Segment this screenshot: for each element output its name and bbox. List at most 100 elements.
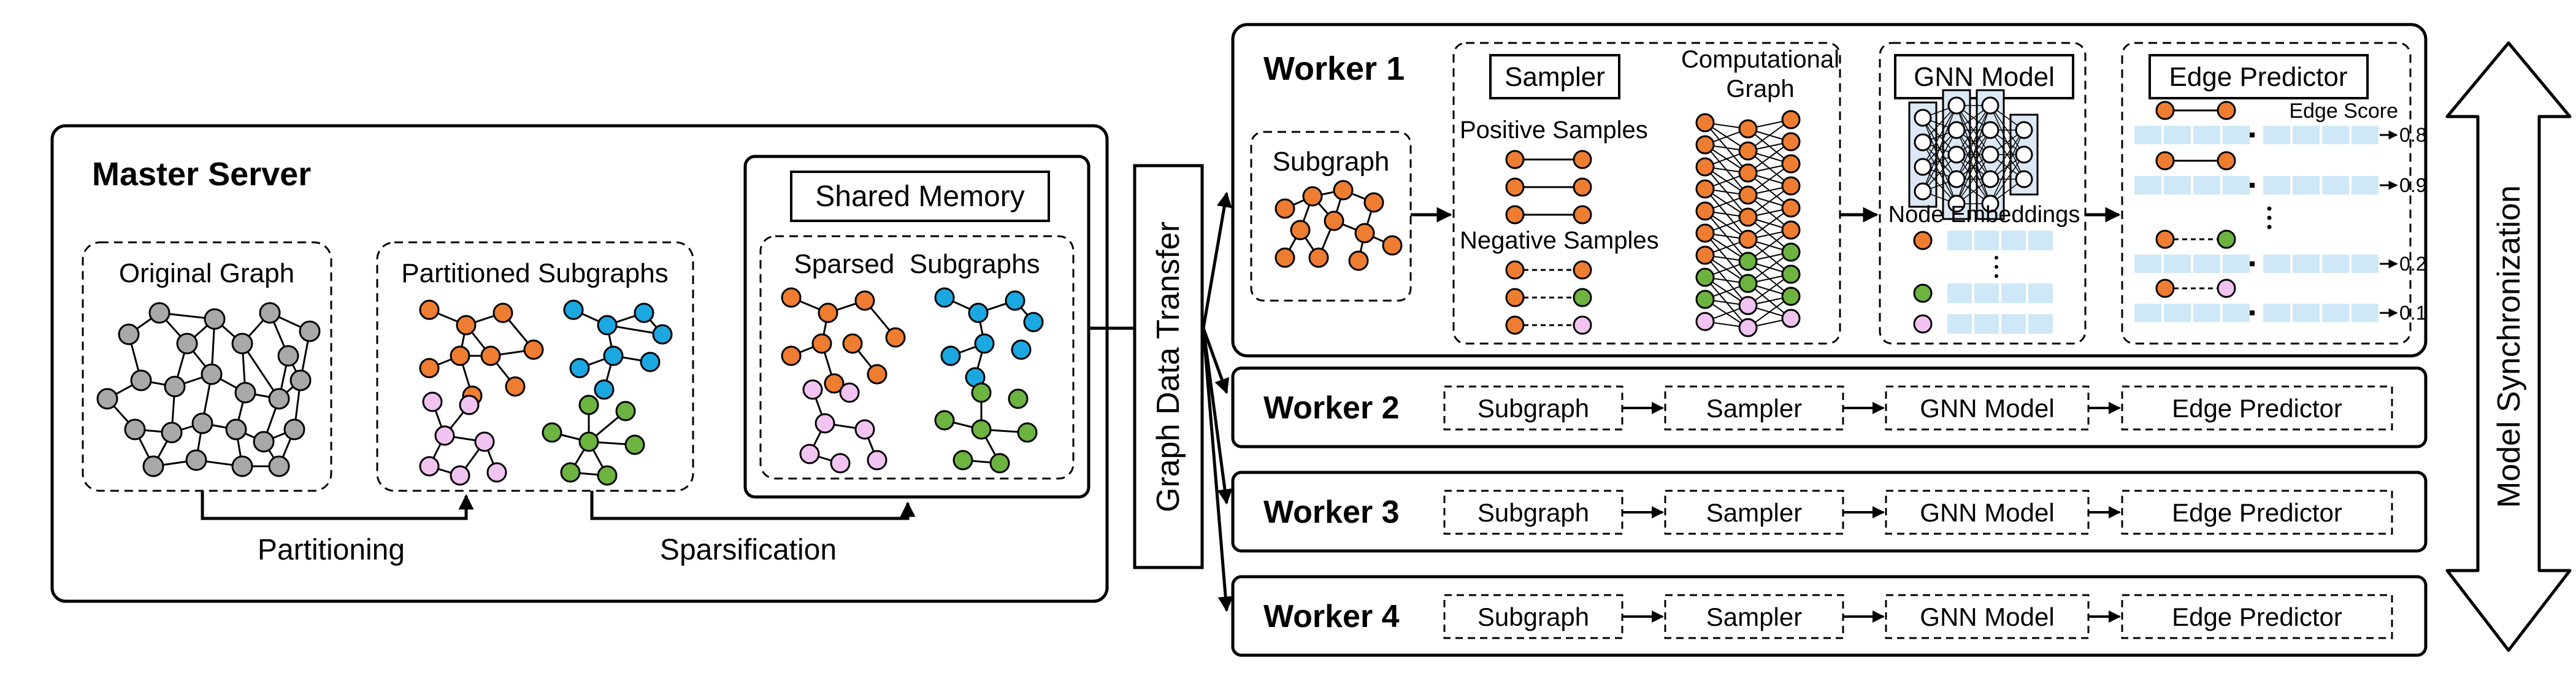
computational-node <box>1781 110 1801 129</box>
graph-node <box>1363 192 1384 213</box>
graph-node <box>854 290 875 311</box>
computational-node <box>1781 309 1801 328</box>
graph-node <box>283 418 305 441</box>
graph-node <box>1017 422 1038 443</box>
embedding-cell <box>2193 176 2220 194</box>
embedding-cell <box>2164 176 2191 194</box>
master-server-title: Master Server <box>92 156 311 193</box>
w1-negative-samples-label: Negative Samples <box>1460 227 1659 254</box>
graph-node <box>597 315 618 336</box>
w1-sampler-title-box <box>1489 54 1620 99</box>
sample-node <box>1505 288 1525 307</box>
computational-node <box>1781 220 1801 240</box>
embedding-cell <box>2263 176 2290 194</box>
graph-node <box>148 302 171 324</box>
graph-node <box>830 453 851 474</box>
sparse-green-graph <box>934 382 1038 474</box>
graph-node <box>201 363 223 385</box>
embedding-cell <box>2223 255 2250 273</box>
edge-score-value: 0.8 <box>2399 124 2426 146</box>
computational-node <box>1695 201 1715 221</box>
gnn-connection <box>1956 105 1991 204</box>
graph-node <box>940 345 961 366</box>
graph-node <box>1011 339 1032 360</box>
arrow-to-worker-1 <box>1202 191 1232 329</box>
graph-node <box>867 450 887 471</box>
graph-node <box>971 382 992 403</box>
model-synchronization-label: Model Synchronization <box>2491 185 2527 508</box>
dot-product-icon <box>2250 183 2255 188</box>
embedding-cell <box>2352 176 2379 194</box>
gnn-neuron <box>2015 121 2033 139</box>
sparsification-label: Sparsification <box>660 534 837 566</box>
graph-node <box>781 287 802 308</box>
original-graph-box <box>82 241 332 492</box>
w1-edge-predictions: 0.80.90.20.1 <box>2134 101 2426 324</box>
embedding-cell <box>2293 176 2320 194</box>
graph-node <box>459 394 480 415</box>
sample-node <box>1573 260 1592 280</box>
worker-step-label: Edge Predictor <box>2172 498 2342 527</box>
worker-step-label: Edge Predictor <box>2172 602 2342 631</box>
embedding-cell <box>2164 304 2191 322</box>
sample-node <box>1573 315 1592 335</box>
graph-node <box>493 302 513 323</box>
graph-node <box>259 302 281 324</box>
graph-node <box>934 410 955 431</box>
graph-node <box>968 302 989 323</box>
computational-node <box>1781 176 1801 196</box>
embedding-cell <box>2193 255 2220 273</box>
graph-node <box>1382 235 1403 256</box>
sample-node <box>1505 177 1525 197</box>
worker-step-box <box>2121 490 2393 535</box>
graph-node <box>225 418 247 441</box>
graph-node <box>474 431 495 452</box>
sample-node <box>1505 315 1525 335</box>
w1-subgraph-label: Subgraph <box>1273 147 1390 177</box>
graph-node <box>824 373 845 394</box>
graph-node <box>594 379 615 400</box>
graph-node <box>1302 186 1323 207</box>
worker-step-label: Subgraph <box>1478 602 1589 631</box>
partition-pink-graph <box>419 391 507 486</box>
worker-step-box <box>2121 385 2393 431</box>
gnn-connection <box>1990 154 2025 204</box>
embedding-cell <box>1974 314 1999 334</box>
gnn-connection <box>1922 105 1957 192</box>
edge-score-value: 0.1 <box>2399 302 2426 324</box>
graph-node <box>563 299 584 320</box>
w1-node-embeddings-label: Node Embeddings <box>1888 202 2080 228</box>
w1-sampler-label: Sampler <box>1505 62 1605 92</box>
graph-node <box>434 425 455 446</box>
graph-node <box>1023 312 1044 333</box>
graph-data-transfer-label: Graph Data Transfer <box>1151 221 1186 512</box>
worker-step-label: GNN Model <box>1920 394 2054 423</box>
gnn-neuron <box>1914 182 1932 201</box>
graph-node <box>560 462 581 483</box>
embedding-cell <box>1947 231 1972 250</box>
computational-node <box>1738 207 1758 227</box>
sample-node <box>1573 177 1592 197</box>
worker-box <box>1231 575 2428 657</box>
ellipsis-dot <box>1995 256 1998 260</box>
graph-node <box>486 462 507 483</box>
graph-node <box>96 388 118 410</box>
graph-node <box>505 376 526 397</box>
graph-node <box>839 382 860 403</box>
embedding-cell <box>2134 176 2161 194</box>
model-synchronization: Model Synchronization <box>2445 41 2572 652</box>
graph-node <box>578 431 599 452</box>
graph-node <box>842 333 863 354</box>
graph-node <box>1333 180 1354 201</box>
sample-node <box>1505 260 1525 280</box>
graph-node <box>934 287 955 308</box>
sparsed-subgraphs-label: Sparsed Subgraphs <box>794 249 1040 279</box>
embedding-cell <box>2293 126 2320 144</box>
sparsed-subgraphs-box <box>759 235 1075 480</box>
w1-gnn-label: GNN Model <box>1914 62 2055 92</box>
graph-node <box>191 412 213 434</box>
graph-node <box>799 444 820 464</box>
predicted-node <box>2217 151 2236 171</box>
embedding-cell <box>1974 283 1999 303</box>
graph-node <box>640 352 661 372</box>
